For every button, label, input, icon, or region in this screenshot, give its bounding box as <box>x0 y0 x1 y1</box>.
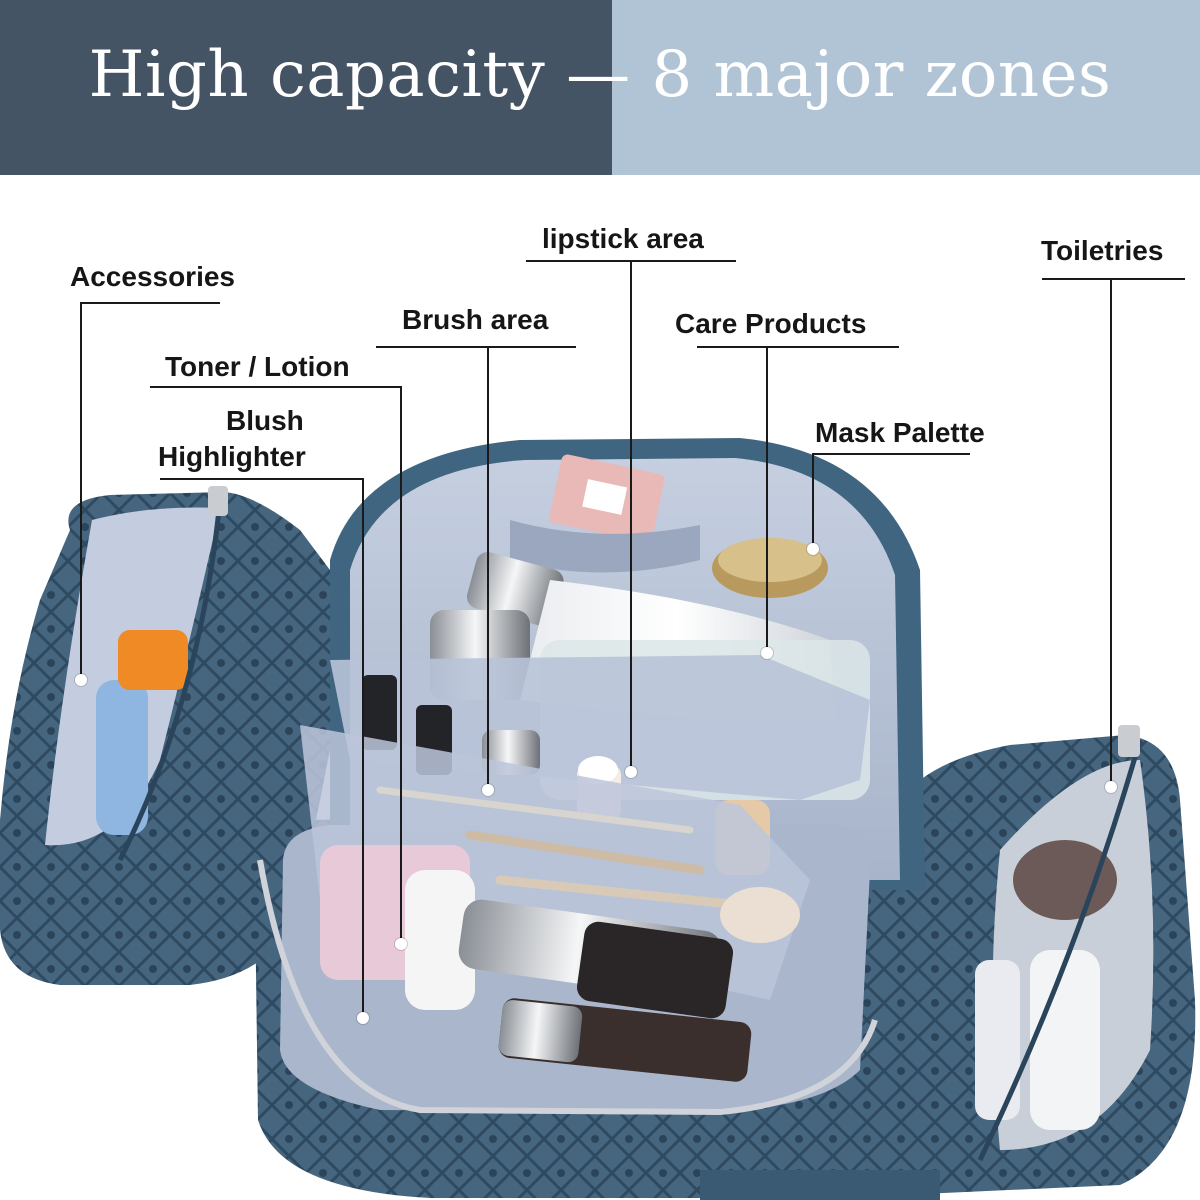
label-blush: Blush <box>226 405 304 436</box>
leader-line-toiletries-drop <box>1110 278 1112 786</box>
headline: High capacity — 8 major zones <box>88 38 1112 112</box>
leader-line-blush-drop <box>362 478 364 1018</box>
brushes <box>376 786 800 943</box>
label-toiletries: Toiletries <box>1041 235 1164 266</box>
marker-lipstick-area <box>625 766 637 778</box>
label-highlighter: Highlighter <box>158 441 306 472</box>
leader-line-lipstick-area-drop <box>630 260 632 770</box>
banner-right-panel <box>612 0 1200 175</box>
leader-line-care-products <box>697 346 899 348</box>
leader-line-blush <box>160 478 364 480</box>
label-lipstick-area: lipstick area <box>542 223 704 254</box>
leader-line-accessories <box>80 302 220 304</box>
product-photo <box>0 438 1196 1200</box>
label-toner-lotion: Toner / Lotion <box>165 351 350 382</box>
headline-banner: High capacity — 8 major zones <box>0 0 1200 175</box>
leader-line-brush-area-drop <box>487 346 489 788</box>
label-accessories: Accessories <box>70 261 236 292</box>
marker-accessories <box>75 674 87 686</box>
leader-line-toiletries <box>1042 278 1185 280</box>
banner-left-panel <box>0 0 612 175</box>
leader-line-toner-lotion-drop <box>400 386 402 942</box>
marker-mask-palette <box>807 543 819 555</box>
leader-line-brush-area <box>376 346 576 348</box>
marker-care-products <box>761 647 773 659</box>
marker-toiletries <box>1105 781 1117 793</box>
marker-toner-lotion <box>395 938 407 950</box>
leader-line-toner-lotion <box>150 386 402 388</box>
right-pouch <box>848 725 1196 1195</box>
label-care-products: Care Products <box>675 308 867 339</box>
marker-blush <box>357 1012 369 1024</box>
leader-line-care-products-drop <box>766 346 768 652</box>
leader-line-accessories-drop <box>80 302 82 680</box>
marker-brush-area <box>482 784 494 796</box>
label-brush-area: Brush area <box>402 304 549 335</box>
label-mask-palette: Mask Palette <box>815 417 985 448</box>
left-pouch <box>0 486 350 985</box>
leader-line-mask-palette-drop <box>812 453 814 548</box>
leader-line-mask-palette <box>812 453 970 455</box>
